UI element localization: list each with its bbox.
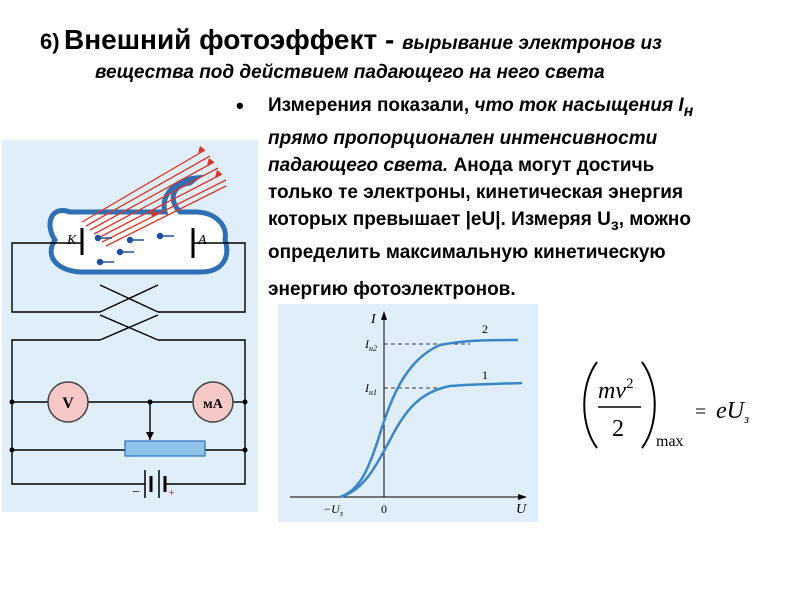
anode-label: A (197, 233, 207, 248)
milliammeter-label: мА (203, 397, 224, 412)
battery-plus-label: + (168, 485, 175, 499)
curve-1-label: 1 (482, 368, 488, 382)
x-axis-arrow (518, 494, 527, 500)
bullet-text-9: энергию фотоэлектронов. (268, 278, 516, 300)
ray-arrows (150, 146, 222, 217)
section-number: 6) (40, 29, 60, 54)
formula-equals: = (695, 401, 706, 423)
formula-subscript: max (656, 433, 684, 450)
kinetic-energy-formula: mv2 2 max = eUз (583, 361, 749, 450)
formula-left-paren (583, 361, 598, 449)
bullet-marker: • (236, 93, 244, 118)
formula-numerator: mv2 (598, 376, 633, 404)
iv-characteristic-graph: I U 0 −Uз Iн2 Iн1 2 1 (278, 304, 538, 522)
vacuum-tube (47, 174, 230, 275)
milliammeter (192, 381, 234, 423)
bullet-text-8: определить максимальную кинетическую (268, 241, 666, 263)
x-axis-label: U (516, 502, 527, 517)
battery-minus-label: − (132, 485, 140, 500)
bullet-text-7: которых превышает |eU|. Измеряя U (268, 208, 611, 230)
i1-label: Iн1 (364, 381, 377, 397)
bullet-text-3: прямо пропорционален интенсивности (268, 127, 658, 149)
title-definition-part2: вещества под действием падающего на него… (95, 62, 605, 83)
formula-denominator: 2 (612, 416, 624, 442)
bullet-text-2-sub: н (683, 102, 694, 120)
bullet-paragraph: Измерения показали, что ток насыщения Iн… (268, 92, 778, 303)
bullet-text-4: падающего света. (268, 154, 449, 176)
circuit-junctions (9, 399, 248, 453)
electrons (94, 232, 174, 266)
voltmeter (47, 381, 89, 423)
bullet-text-7-end: , можно (618, 208, 692, 230)
curve-2-label: 2 (482, 322, 488, 336)
neg-voltage-label: −Uз (323, 502, 343, 518)
bullet-text-1: Измерения показали, (268, 95, 475, 116)
bullet-text-7-sub: з (610, 216, 619, 234)
formula-right-paren (641, 361, 656, 449)
bullet-text-2: что ток насыщения I (474, 95, 684, 116)
curve-1 (339, 381, 523, 499)
rheostat-slider-arrow (146, 432, 154, 440)
i2-label: Iн2 (364, 337, 377, 353)
title-heading: Внешний фотоэффект - (64, 24, 403, 55)
title-definition-part1: вырывание электронов из (402, 33, 662, 54)
battery (144, 470, 167, 498)
bullet-text-6: только те электроны, кинетическая энерги… (268, 181, 684, 203)
cathode-label: K (66, 233, 77, 248)
rheostat (124, 440, 206, 457)
slide-title: 6) Внешний фотоэффект - вырывание электр… (40, 24, 662, 56)
voltmeter-label: V (62, 395, 74, 412)
y-axis-arrow (381, 311, 387, 320)
formula-rhs: eUз (716, 398, 749, 426)
y-axis-label: I (370, 312, 377, 327)
graph-panel (278, 304, 538, 522)
light-rays (81, 149, 227, 247)
bullet-text-5: Анода могут достичь (448, 154, 655, 176)
curve-2 (339, 338, 519, 499)
origin-label: 0 (381, 502, 387, 516)
